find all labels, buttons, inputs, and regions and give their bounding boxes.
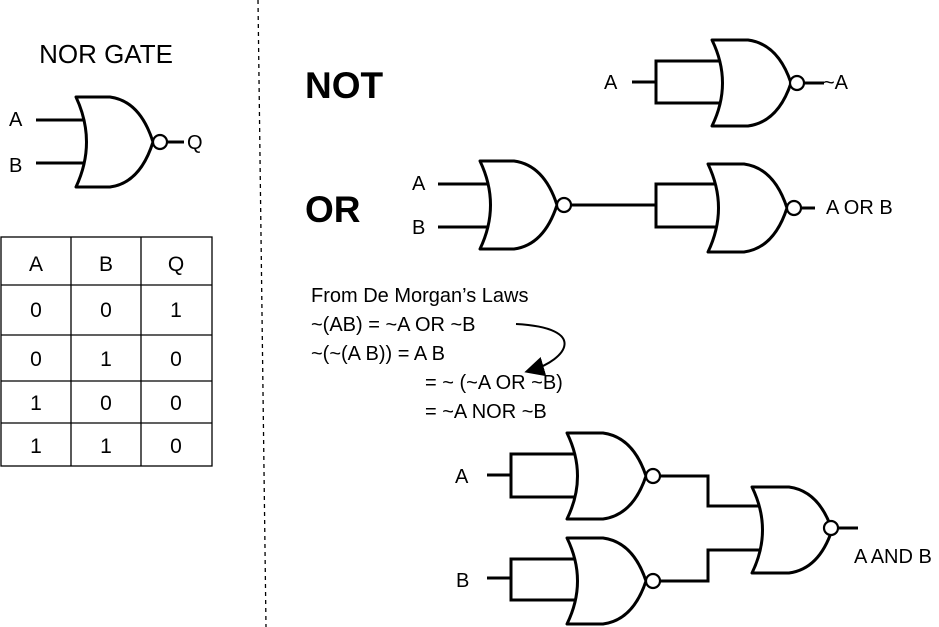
table-header-q: Q: [168, 253, 184, 276]
table-cell: 1: [100, 348, 112, 371]
nor-output-label: Q: [187, 132, 203, 154]
not-gate-circuit: [632, 38, 824, 128]
not-output-label: ~A: [823, 72, 849, 94]
nor-input-a-label: A: [9, 109, 23, 131]
not-input-label: A: [604, 72, 618, 94]
table-header-a: A: [29, 253, 43, 276]
and-input-a-label: A: [455, 466, 469, 488]
table-cell: 0: [170, 435, 182, 458]
or-heading: OR: [305, 189, 361, 230]
curved-arrow: [515, 323, 566, 377]
table-cell: 1: [100, 435, 112, 458]
table-cell: 1: [170, 299, 182, 322]
nor-input-b-label: B: [9, 155, 22, 177]
section-divider: [257, 0, 267, 627]
and-gate-circuit: [487, 431, 858, 626]
or-input-a-label: A: [412, 173, 426, 195]
table-cell: 0: [170, 348, 182, 371]
table-cell: 1: [30, 435, 42, 458]
de-morgan-line: ~(~(A B)) = A B: [311, 343, 445, 365]
or-input-b-label: B: [412, 217, 425, 239]
table-header-b: B: [99, 253, 113, 276]
or-output-label: A OR B: [826, 197, 893, 219]
truth-table: A B Q 0 0 1 0 1 0 1 0 0 1 1 0: [0, 236, 213, 467]
nor-gate-symbol: [36, 95, 184, 189]
table-cell: 0: [100, 299, 112, 322]
table-cell: 0: [100, 392, 112, 415]
table-cell: 0: [30, 348, 42, 371]
and-input-b-label: B: [456, 570, 469, 592]
table-cell: 0: [170, 392, 182, 415]
table-cell: 0: [30, 299, 42, 322]
de-morgan-line: ~(AB) = ~A OR ~B: [311, 314, 476, 336]
de-morgan-line: From De Morgan’s Laws: [311, 285, 528, 307]
table-cell: 1: [30, 392, 42, 415]
not-heading: NOT: [305, 65, 384, 106]
nor-gate-title: NOR GATE: [39, 39, 173, 69]
and-output-label: A AND B: [854, 546, 932, 568]
or-gate-circuit: [438, 159, 815, 254]
de-morgan-line: = ~A NOR ~B: [425, 401, 547, 423]
de-morgan-line: = ~ (~A OR ~B): [425, 372, 563, 394]
